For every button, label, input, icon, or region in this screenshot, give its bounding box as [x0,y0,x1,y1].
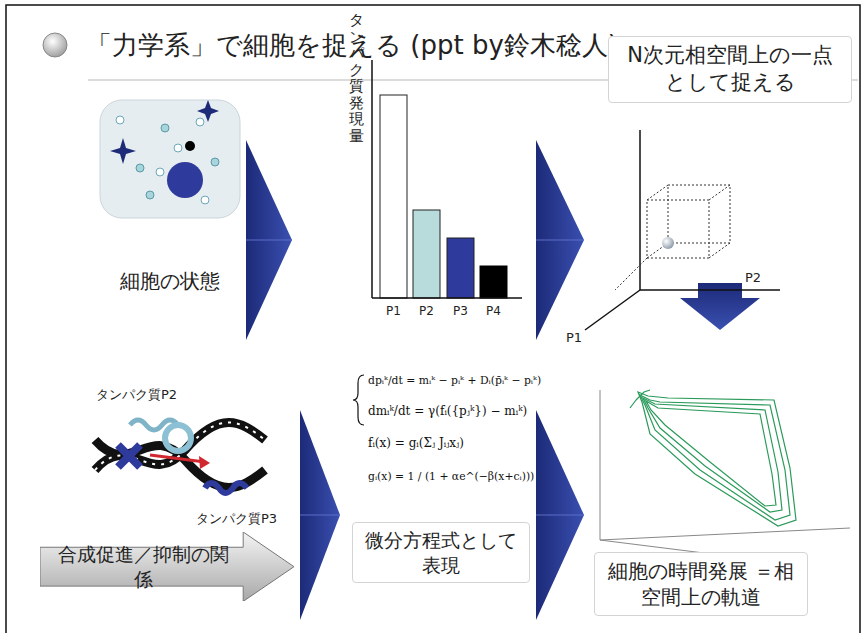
cell-state-label: 細胞の状態 [120,268,220,295]
axis-label: P2 [745,270,761,285]
cell-illustration [174,144,182,152]
phase-space-axes [615,185,730,290]
bar-label: P4 [486,304,501,318]
cell-illustration [110,138,136,164]
cell-illustration [161,124,169,132]
cell-illustration [201,196,209,204]
gene-network-illustration [150,455,205,462]
bar-chart [380,95,407,298]
gene-network-illustration [118,445,140,467]
phase-space-axes [668,185,730,243]
trajectory-plot [643,398,782,512]
arrow-shape [40,532,294,601]
flow-chevrons [246,240,292,241]
node-text: 合成促進／抑制の関係 [54,542,232,591]
gene-network-illustration [165,425,191,451]
trajectory-plot [600,390,850,555]
callout-box: N次元相空間上の一点として捉える [608,36,852,103]
phase-space-axes [709,185,730,200]
flow-chevrons [536,515,584,516]
title-bullet [43,33,67,57]
cell-illustration [136,164,144,172]
phase-space-axes [585,290,640,330]
node-text: N次元相空間上の一点として捉える [617,42,843,97]
trajectory-plot [646,401,776,506]
cell-illustration [197,100,219,122]
cell-illustration [100,100,240,218]
gene-network-illustration [199,456,210,469]
cell-illustration [146,191,154,199]
equation: dmᵢᵏ/dt = γ(fᵢ({pⱼᵏ}) − mᵢᵏ) [368,404,527,418]
gene-network-illustration [205,483,247,493]
phase-space-axes [585,130,780,330]
trajectory-plot [640,395,790,520]
equation: dpᵢᵏ/dt = mᵢᵏ − pᵢᵏ + Dᵢ(p̄ᵢᵏ − pᵢᵏ) [368,374,541,387]
phase-space-axes [709,243,730,258]
equation: gᵢ(x) = 1 / (1 + αe^(−β(x+cᵢ))) [368,470,534,483]
bar-label: P1 [386,304,401,318]
trajectory-plot [600,528,850,540]
protein-label: タンパク質P2 [96,386,177,404]
axis-label: P1 [566,330,582,345]
cell-illustration [196,118,204,126]
bar-chart [371,60,373,298]
gene-network-illustration [95,423,265,471]
arrow-shape [40,532,294,601]
flow-chevrons [536,410,584,620]
trajectory-plot [638,392,796,526]
bar-chart [372,297,522,299]
bar-chart [413,210,440,298]
relation-arrow: 合成促進／抑制の関係 [40,532,294,601]
axis-label: タンパク質発現量 [349,12,364,144]
phase-space-axes [662,237,674,249]
phase-space-axes [647,200,709,258]
cell-illustration [100,100,240,218]
cell-illustration [167,162,203,198]
cell-illustration [156,168,164,176]
equation-brace [353,375,364,425]
flow-chevrons [300,515,340,516]
trajectory-caption-box: 細胞の時間発展 ＝相空間上の軌道 [594,552,808,616]
equation: fᵢ(x) = gᵢ(Σⱼ Jᵢⱼxⱼ) [368,436,464,450]
node-text: 細胞の時間発展 ＝相空間上の軌道 [603,558,799,610]
bar-chart [447,238,474,298]
phase-space-axes [647,185,668,200]
bar-chart [372,60,522,298]
bar-chart [480,266,507,298]
phase-space-axes [639,130,641,290]
flow-chevrons [536,240,584,241]
cell-illustration [116,116,124,124]
trajectory-plot [600,390,601,540]
cell-illustration [185,141,195,151]
protein-label: タンパク質P3 [196,510,277,528]
equation-caption-box: 微分方程式として表現 [352,522,530,583]
trajectory-plot [630,390,796,526]
flow-chevrons [246,140,292,340]
phase-space-axes [640,289,780,291]
slide-frame [6,5,860,633]
bar-label: P3 [453,304,468,318]
phase-space-axes [615,258,647,290]
flow-chevrons [536,140,584,340]
node-text: 微分方程式として表現 [361,528,521,577]
flow-chevrons [300,410,340,620]
gene-network-illustration [95,420,265,493]
cell-illustration [211,158,219,166]
trajectory-plot [630,390,650,408]
flow-chevrons [246,140,760,620]
bar-label: P2 [419,304,434,318]
gene-network-illustration [95,423,265,471]
